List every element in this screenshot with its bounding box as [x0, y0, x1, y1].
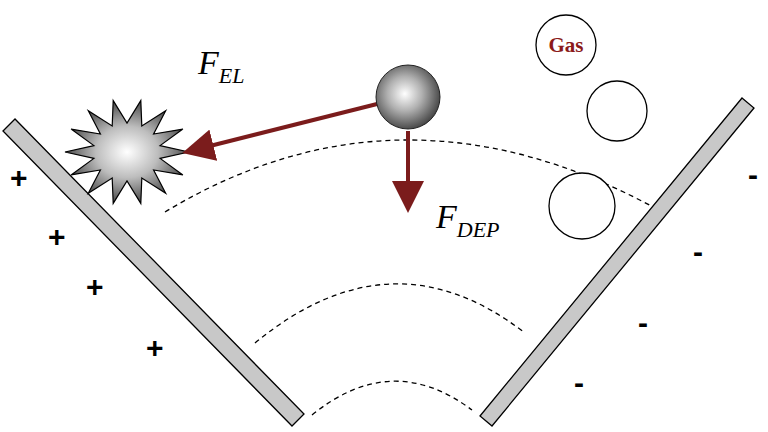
charge-sign-wrap: - — [693, 237, 703, 267]
charge-sign: + — [10, 161, 28, 194]
particle — [376, 65, 440, 129]
bubble-label: Gas — [535, 33, 597, 58]
charge-sign: - — [748, 158, 758, 191]
charge-sign: - — [574, 366, 584, 399]
spark-burst — [65, 101, 189, 204]
negative-electrode — [480, 98, 754, 426]
force-symbol: F — [198, 44, 219, 81]
charge-sign-wrap: - — [748, 160, 758, 190]
dep-force-label: FDEP — [436, 200, 500, 241]
charge-sign: + — [146, 331, 164, 364]
field-line — [255, 284, 525, 343]
charge-sign: - — [638, 306, 648, 339]
charge-sign-wrap: + — [86, 272, 104, 302]
field-line — [312, 381, 472, 415]
charge-sign: + — [48, 220, 66, 253]
charge-sign: + — [86, 270, 104, 303]
charge-sign-wrap: - — [574, 368, 584, 398]
charge-sign-wrap: + — [10, 163, 28, 193]
dep-force-arrow — [406, 131, 410, 205]
charge-sign-wrap: - — [638, 308, 648, 338]
electric-force-arrow — [190, 102, 385, 151]
gas-bubble: Gas — [535, 14, 597, 76]
electric-force-label: FEL — [198, 46, 244, 87]
charge-sign-wrap: + — [48, 222, 66, 252]
gas-bubble — [549, 173, 615, 239]
force-symbol: F — [436, 198, 457, 235]
charge-sign-wrap: + — [146, 333, 164, 363]
force-subscript: DEP — [457, 217, 500, 242]
gas-bubble — [587, 81, 647, 141]
force-subscript: EL — [219, 63, 245, 88]
charge-sign: - — [693, 235, 703, 268]
